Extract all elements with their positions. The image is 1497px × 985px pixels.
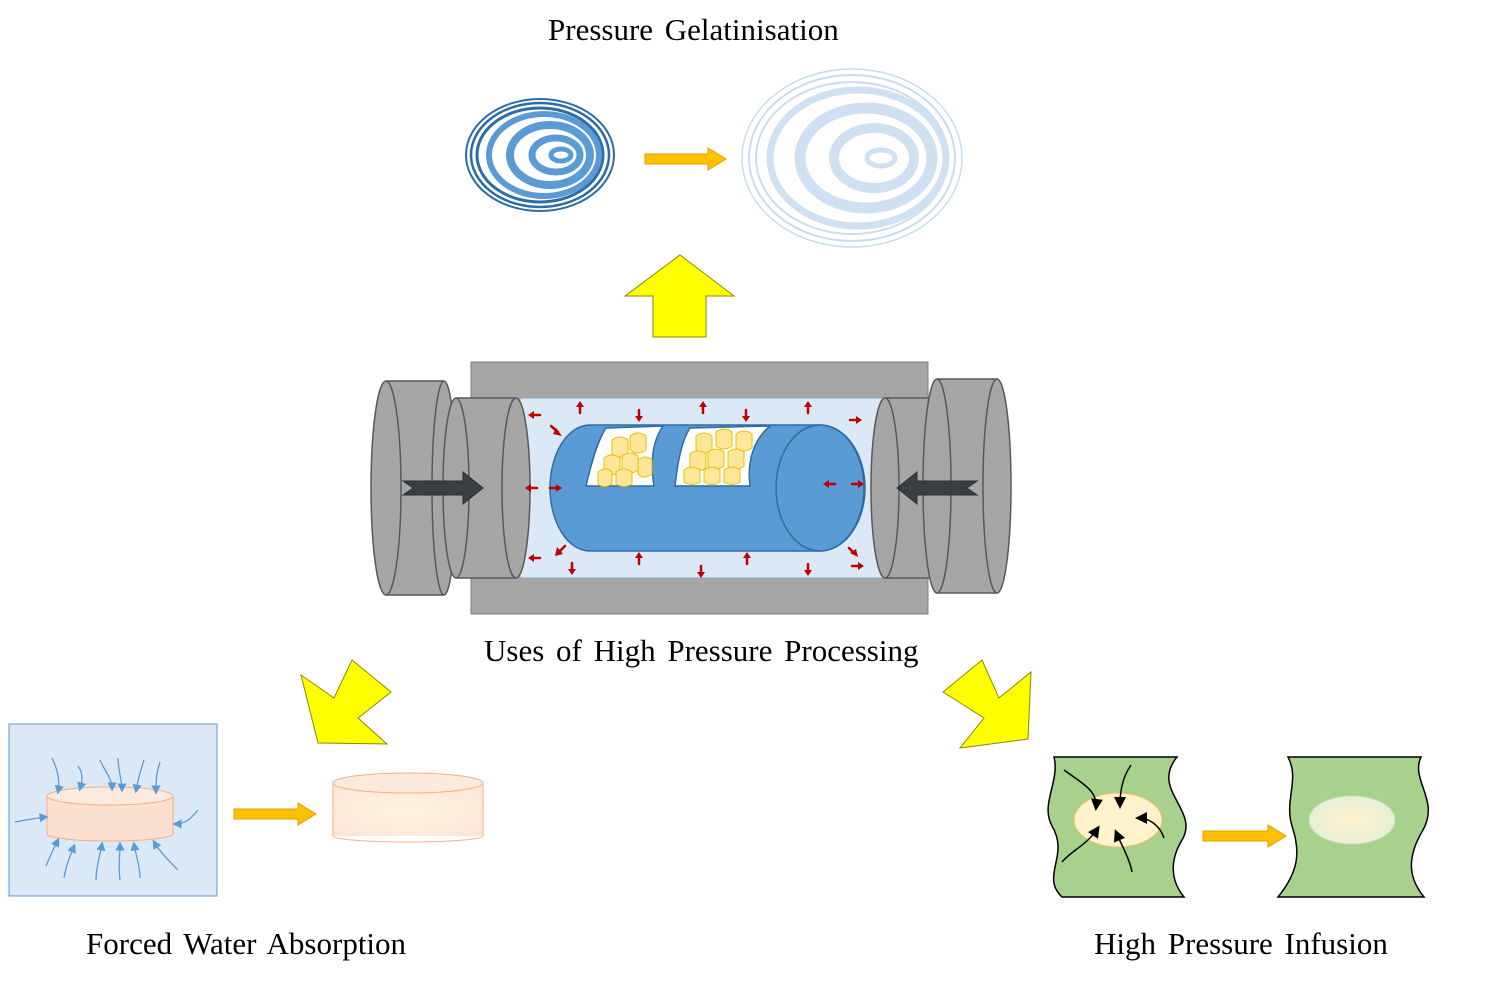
up-arrow-icon [623, 254, 736, 338]
pressure-arrows [525, 401, 864, 578]
label-pressure-gelatinisation: Pressure Gelatinisation [548, 12, 839, 47]
high-pressure-vessel-icon [370, 361, 1012, 615]
down-right-arrow-icon [942, 659, 1032, 749]
gelatinisation-arrow-icon [644, 147, 727, 171]
food-drum-icon [549, 424, 866, 552]
infused-tissue-icon [1276, 756, 1430, 898]
swollen-granule-icon [741, 68, 963, 248]
water-absorption-box-icon [8, 723, 218, 897]
piston-arrow-left-icon [401, 470, 484, 506]
down-left-arrow-icon [300, 659, 392, 745]
absorption-arrow-icon [233, 802, 317, 826]
granule-rings-icon [465, 98, 615, 212]
label-forced-water-absorption: Forced Water Absorption [86, 926, 407, 961]
absorbed-disc-icon [332, 772, 484, 843]
piston-arrow-right-icon [896, 470, 979, 506]
label-uses-of-hpp: Uses of High Pressure Processing [484, 633, 919, 668]
infusion-tissue-icon [1047, 756, 1187, 898]
infusion-arrow-icon [1202, 824, 1287, 848]
label-high-pressure-infusion: High Pressure Infusion [1094, 926, 1388, 961]
